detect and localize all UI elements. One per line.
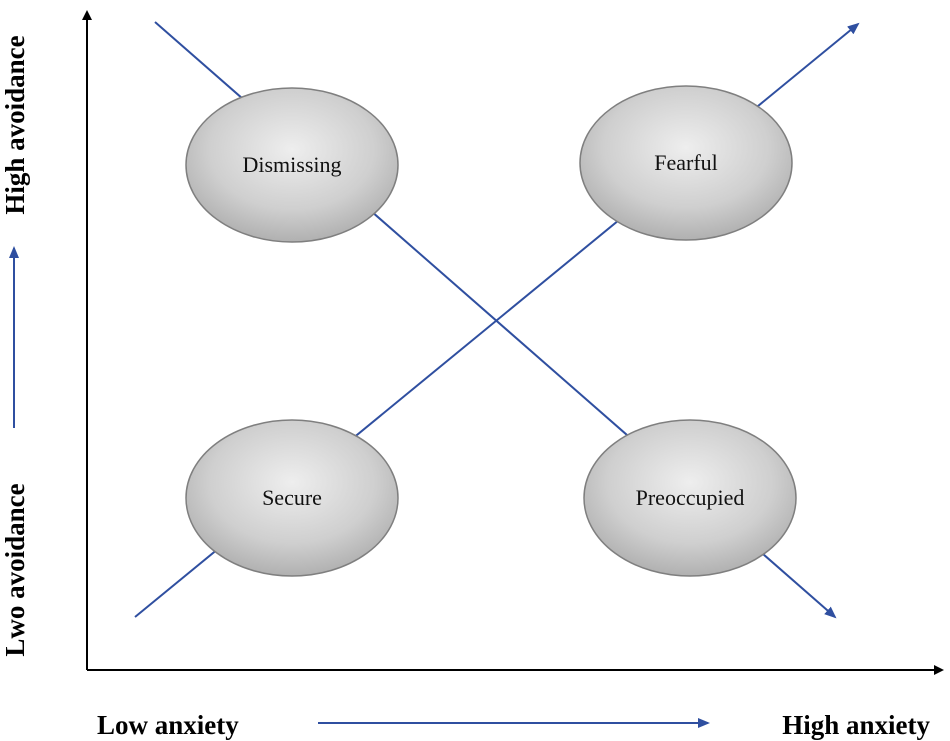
dismissing-ellipse	[185, 87, 399, 243]
secure-label: Secure	[262, 485, 322, 510]
dismissing-label: Dismissing	[242, 152, 341, 177]
fearful-label: Fearful	[654, 150, 718, 175]
fearful-ellipse	[579, 85, 793, 241]
preoccupied-label: Preoccupied	[636, 485, 745, 510]
x-high-label: High anxiety	[782, 710, 930, 740]
preoccupied-ellipse	[583, 419, 797, 577]
y-high-label: High avoidance	[0, 35, 30, 214]
x-low-label: Low anxiety	[97, 710, 239, 740]
y-low-label: Lwo avoidance	[0, 483, 30, 656]
secure-ellipse	[185, 419, 399, 577]
